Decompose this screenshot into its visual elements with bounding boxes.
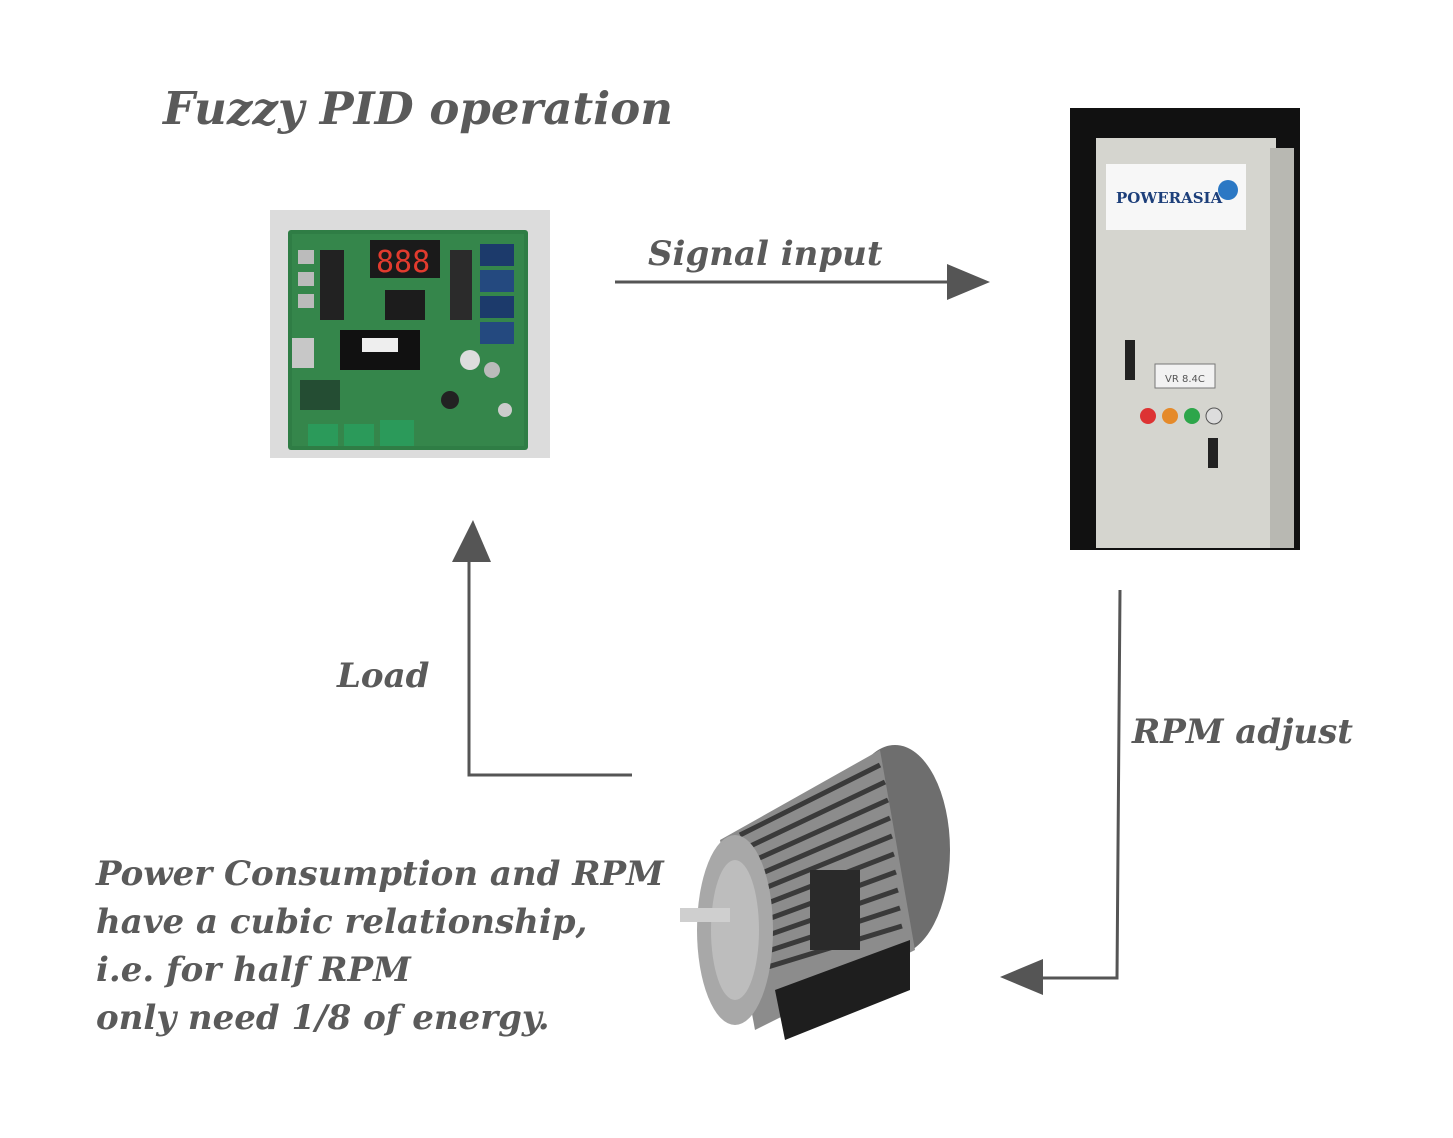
pcb-controller-image: 888 xyxy=(270,210,550,458)
rpm-adjust-arrow xyxy=(1000,589,1122,995)
cabinet-brand: POWERASIA xyxy=(1116,189,1223,207)
display-digits: 888 xyxy=(376,245,430,280)
note-line: only need 1/8 of energy. xyxy=(96,998,550,1038)
rpm-adjust-label: RPM adjust xyxy=(1132,712,1353,752)
energy-note: Power Consumption and RPM have a cubic r… xyxy=(96,850,664,1042)
signal-input-arrow xyxy=(615,264,990,300)
note-line: i.e. for half RPM xyxy=(96,950,411,990)
cabinet-plate: VR 8.4C xyxy=(1165,374,1205,385)
vfd-cabinet-image: POWERASIA VR 8.4C xyxy=(1070,108,1300,550)
signal-input-label: Signal input xyxy=(648,234,883,274)
note-line: Power Consumption and RPM xyxy=(96,854,664,894)
load-label: Load xyxy=(337,656,430,696)
diagram-title: Fuzzy PID operation xyxy=(163,82,673,135)
motor-image xyxy=(680,745,950,1040)
load-arrow xyxy=(452,520,632,777)
note-line: have a cubic relationship, xyxy=(96,902,588,942)
